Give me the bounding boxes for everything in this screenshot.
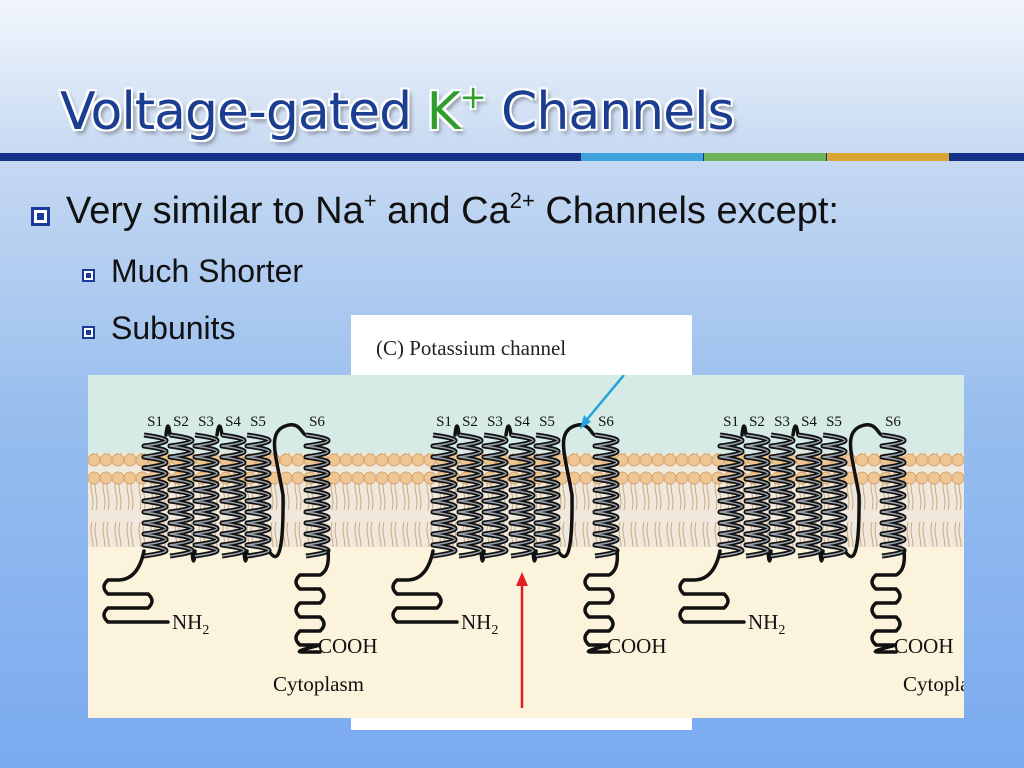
title-rule [0, 153, 1024, 161]
c-terminus-tail [870, 549, 907, 654]
red-arrowhead [516, 572, 528, 586]
segment-label: S5 [826, 414, 842, 430]
caption-cover [548, 665, 672, 695]
segment-label: S2 [749, 414, 765, 430]
bullet-very-similar: Very similar to Na+ and Ca2+ Channels ex… [66, 188, 839, 232]
segment-label: S4 [514, 414, 530, 430]
rule-segment-gold [827, 153, 949, 161]
blue-arrow [583, 375, 625, 424]
n-terminus-tail [678, 549, 746, 624]
segment-label: S5 [539, 414, 555, 430]
rule-segment-blue [581, 153, 703, 161]
segment-label: S1 [436, 414, 452, 430]
slide-title: Voltage-gated K+ Channels [60, 78, 735, 142]
potassium-symbol: K+ [426, 78, 487, 142]
blue-arrowhead [580, 415, 591, 429]
sub-bullet-much-shorter: Much Shorter [111, 253, 304, 289]
rule-segment-green [704, 153, 826, 161]
segment-label: S6 [309, 414, 325, 430]
segment-label: S4 [225, 414, 241, 430]
segment-label: S1 [723, 414, 739, 430]
c-terminus-tail [583, 549, 620, 654]
segment-label: S5 [250, 414, 266, 430]
segment-label: S3 [774, 414, 790, 430]
sub-bullet-subunits: Subunits [111, 310, 236, 346]
segment-label: S6 [885, 414, 901, 430]
segment-label: S3 [487, 414, 503, 430]
cooh-label: COOH [318, 634, 378, 658]
cooh-label: COOH [607, 634, 667, 658]
cooh-label: COOH [894, 634, 954, 658]
segment-label: S1 [147, 414, 163, 430]
n-terminus-tail [391, 549, 459, 624]
segment-label: S6 [598, 414, 614, 430]
segment-label: S2 [462, 414, 478, 430]
segment-label: S4 [801, 414, 817, 430]
segment-label: S3 [198, 414, 214, 430]
cytoplasm-label: Cytoplasm [903, 672, 964, 696]
c-terminus-tail [294, 549, 331, 654]
bullet-marker [31, 207, 50, 226]
sub-bullet-marker [82, 269, 95, 282]
cytoplasm-label: Cytoplasm [273, 672, 364, 696]
segment-label: S2 [173, 414, 189, 430]
sub-bullet-marker [82, 326, 95, 339]
n-terminus-tail [102, 549, 170, 624]
figure-caption: (C) Potassium channel [376, 336, 567, 360]
